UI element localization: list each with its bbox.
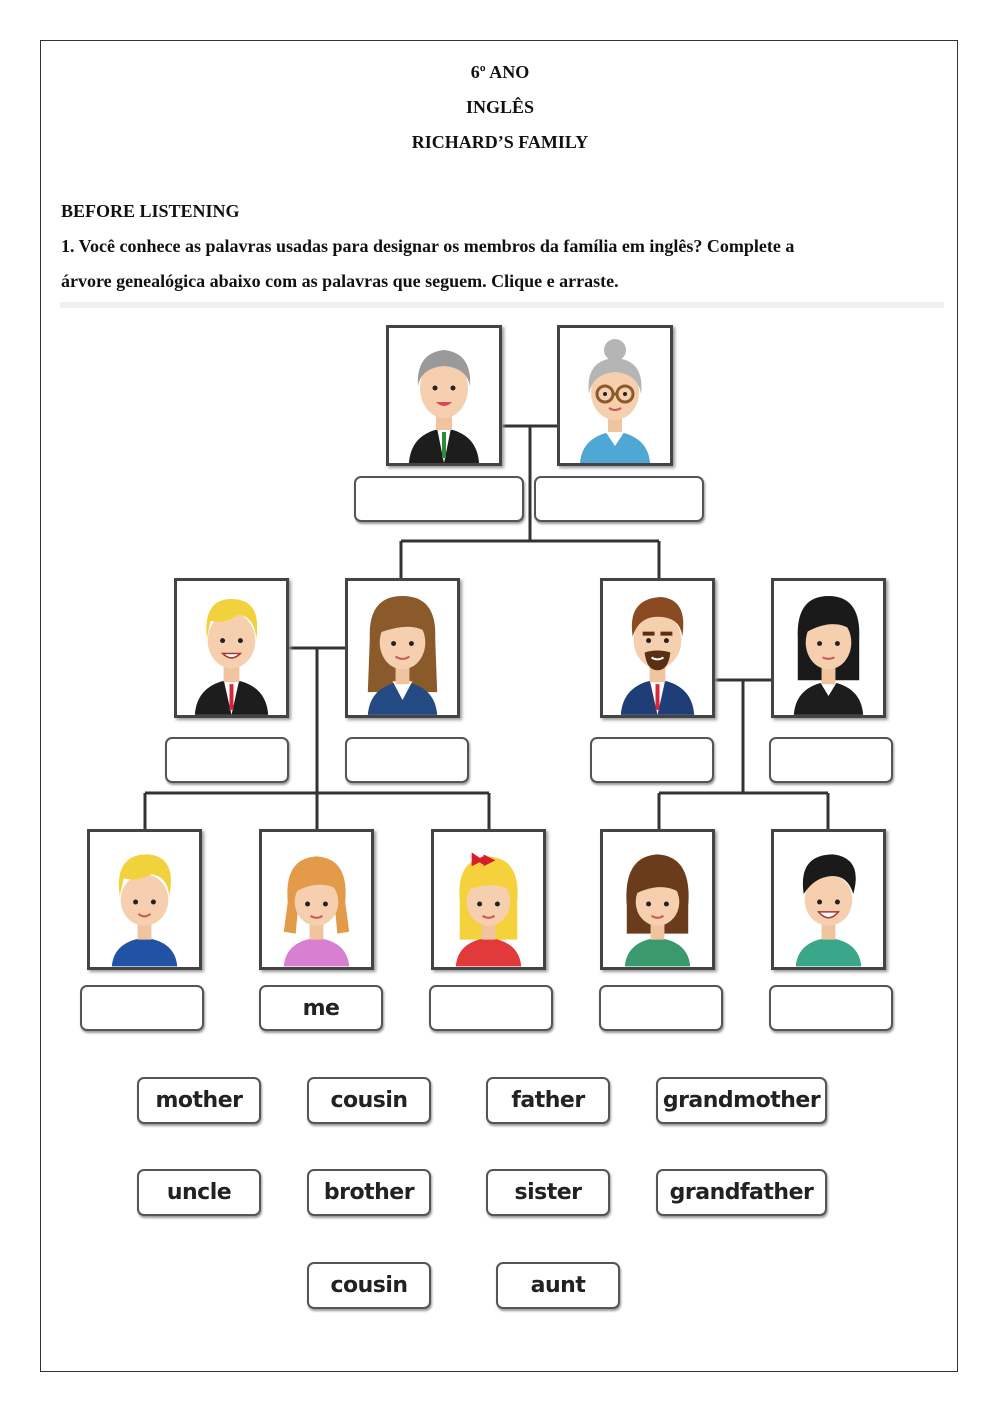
word-mother[interactable]: mother bbox=[137, 1077, 261, 1124]
grandfather-photo bbox=[386, 325, 502, 466]
aunt-photo bbox=[771, 578, 886, 718]
sister-icon bbox=[455, 852, 522, 967]
slot-mother[interactable] bbox=[345, 737, 469, 783]
uncle-icon bbox=[620, 596, 695, 715]
divider bbox=[60, 302, 944, 308]
subject-heading: INGLÊS bbox=[465, 97, 535, 117]
slot-cousin-2[interactable] bbox=[769, 985, 893, 1031]
word-sister[interactable]: sister bbox=[486, 1169, 610, 1216]
cousin-boy-icon bbox=[795, 854, 862, 967]
cousin-girl-icon bbox=[624, 854, 691, 967]
aunt-icon bbox=[793, 595, 864, 715]
slot-brother[interactable] bbox=[80, 985, 204, 1031]
word-uncle[interactable]: uncle bbox=[137, 1169, 261, 1216]
girl-icon bbox=[283, 856, 350, 967]
uncle-photo bbox=[600, 578, 715, 718]
word-grandmother[interactable]: grandmother bbox=[656, 1077, 827, 1124]
word-father[interactable]: father bbox=[486, 1077, 610, 1124]
cousin-girl-photo bbox=[600, 829, 715, 970]
slot-father[interactable] bbox=[165, 737, 289, 783]
section-heading: BEFORE LISTENING bbox=[61, 201, 240, 221]
grandmother-photo bbox=[557, 325, 673, 466]
word-aunt[interactable]: aunt bbox=[496, 1262, 620, 1309]
slot-sister[interactable] bbox=[429, 985, 553, 1031]
father-icon bbox=[194, 598, 269, 715]
slot-cousin-1[interactable] bbox=[599, 985, 723, 1031]
grandfather-icon bbox=[409, 350, 479, 463]
question-line-1: 1. Você conhece as palavras usadas para … bbox=[61, 236, 795, 256]
cousin-boy-photo bbox=[771, 829, 886, 970]
me-photo bbox=[259, 829, 374, 970]
sister-photo bbox=[431, 829, 546, 970]
slot-aunt[interactable] bbox=[769, 737, 893, 783]
slot-uncle[interactable] bbox=[590, 737, 714, 783]
mother-photo bbox=[345, 578, 460, 718]
mother-icon bbox=[367, 595, 438, 715]
grade-heading: 6º ANO bbox=[470, 62, 530, 82]
page-frame bbox=[40, 40, 958, 1372]
slot-me: me bbox=[259, 985, 383, 1031]
slot-grandfather[interactable] bbox=[354, 476, 524, 522]
father-photo bbox=[174, 578, 289, 718]
question-line-2: árvore genealógica abaixo com as palavra… bbox=[61, 271, 619, 291]
word-cousin[interactable]: cousin bbox=[307, 1077, 431, 1124]
word-cousin-2[interactable]: cousin bbox=[307, 1262, 431, 1309]
brother-photo bbox=[87, 829, 202, 970]
word-brother[interactable]: brother bbox=[307, 1169, 431, 1216]
grandmother-icon bbox=[580, 339, 650, 463]
slot-grandmother[interactable] bbox=[534, 476, 704, 522]
page-title: RICHARD’S FAMILY bbox=[411, 132, 589, 152]
word-grandfather[interactable]: grandfather bbox=[656, 1169, 827, 1216]
brother-icon bbox=[111, 854, 178, 967]
